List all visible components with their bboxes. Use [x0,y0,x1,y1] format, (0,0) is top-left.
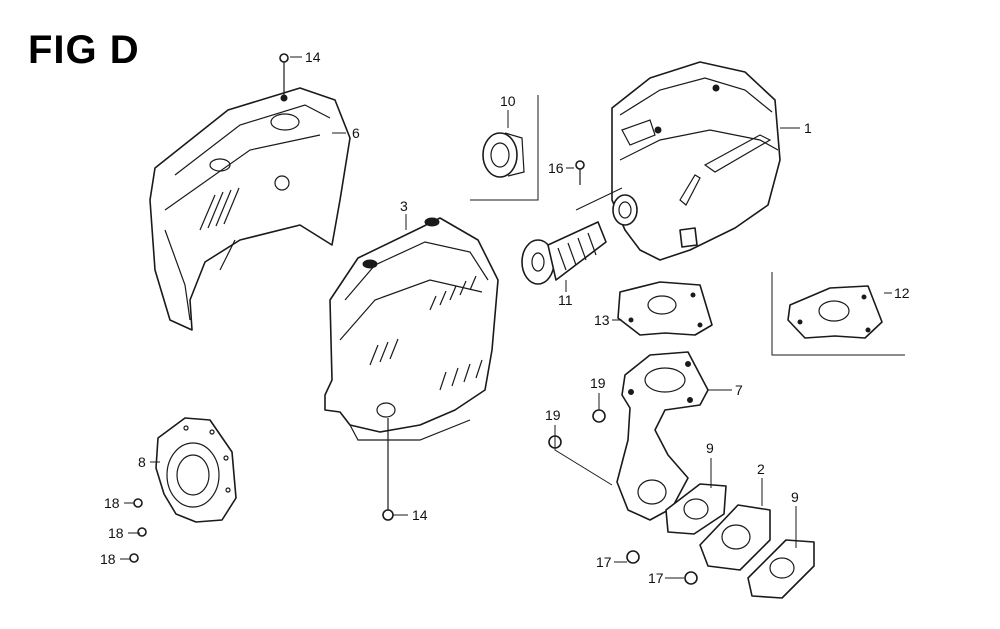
callout-19-a: 19 [590,375,606,391]
part-16-bolt [575,160,585,185]
callout-3: 3 [400,198,408,214]
callout-9-b: 9 [791,489,799,505]
part-12-gasket [771,272,905,356]
part-3-muffler-protector [324,217,499,521]
callout-16: 16 [548,160,564,176]
figure-title: FIG D [28,28,140,72]
callout-2: 2 [757,461,765,477]
callout-8: 8 [138,454,146,470]
callout-10: 10 [500,93,516,109]
part-9-gasket-a [665,483,727,535]
part-1-muffler [611,61,781,261]
callout-7: 7 [735,382,743,398]
callout-1: 1 [804,120,812,136]
part-9-gasket-b [747,539,815,599]
callout-17-b: 17 [648,570,664,586]
part-8-cover [155,417,237,523]
callout-9-a: 9 [706,440,714,456]
part-10-collar [482,132,525,178]
part-7-exhaust-pipe [616,351,709,521]
callout-12: 12 [894,285,910,301]
part-13-gasket [617,281,713,336]
callout-19-b: 19 [545,407,561,423]
callout-18-a: 18 [104,495,120,511]
callout-18-b: 18 [108,525,124,541]
leader-lines [120,56,892,579]
callout-6: 6 [352,125,360,141]
callout-18-c: 18 [100,551,116,567]
part-11-spark-arrester [521,221,607,285]
part-6-heat-shield [149,53,351,331]
callout-14-bottom: 14 [412,507,428,523]
callout-14-top: 14 [305,49,321,65]
callout-17-a: 17 [596,554,612,570]
part-2-flange [699,504,771,571]
callout-11: 11 [558,292,573,308]
callout-13: 13 [594,312,610,328]
